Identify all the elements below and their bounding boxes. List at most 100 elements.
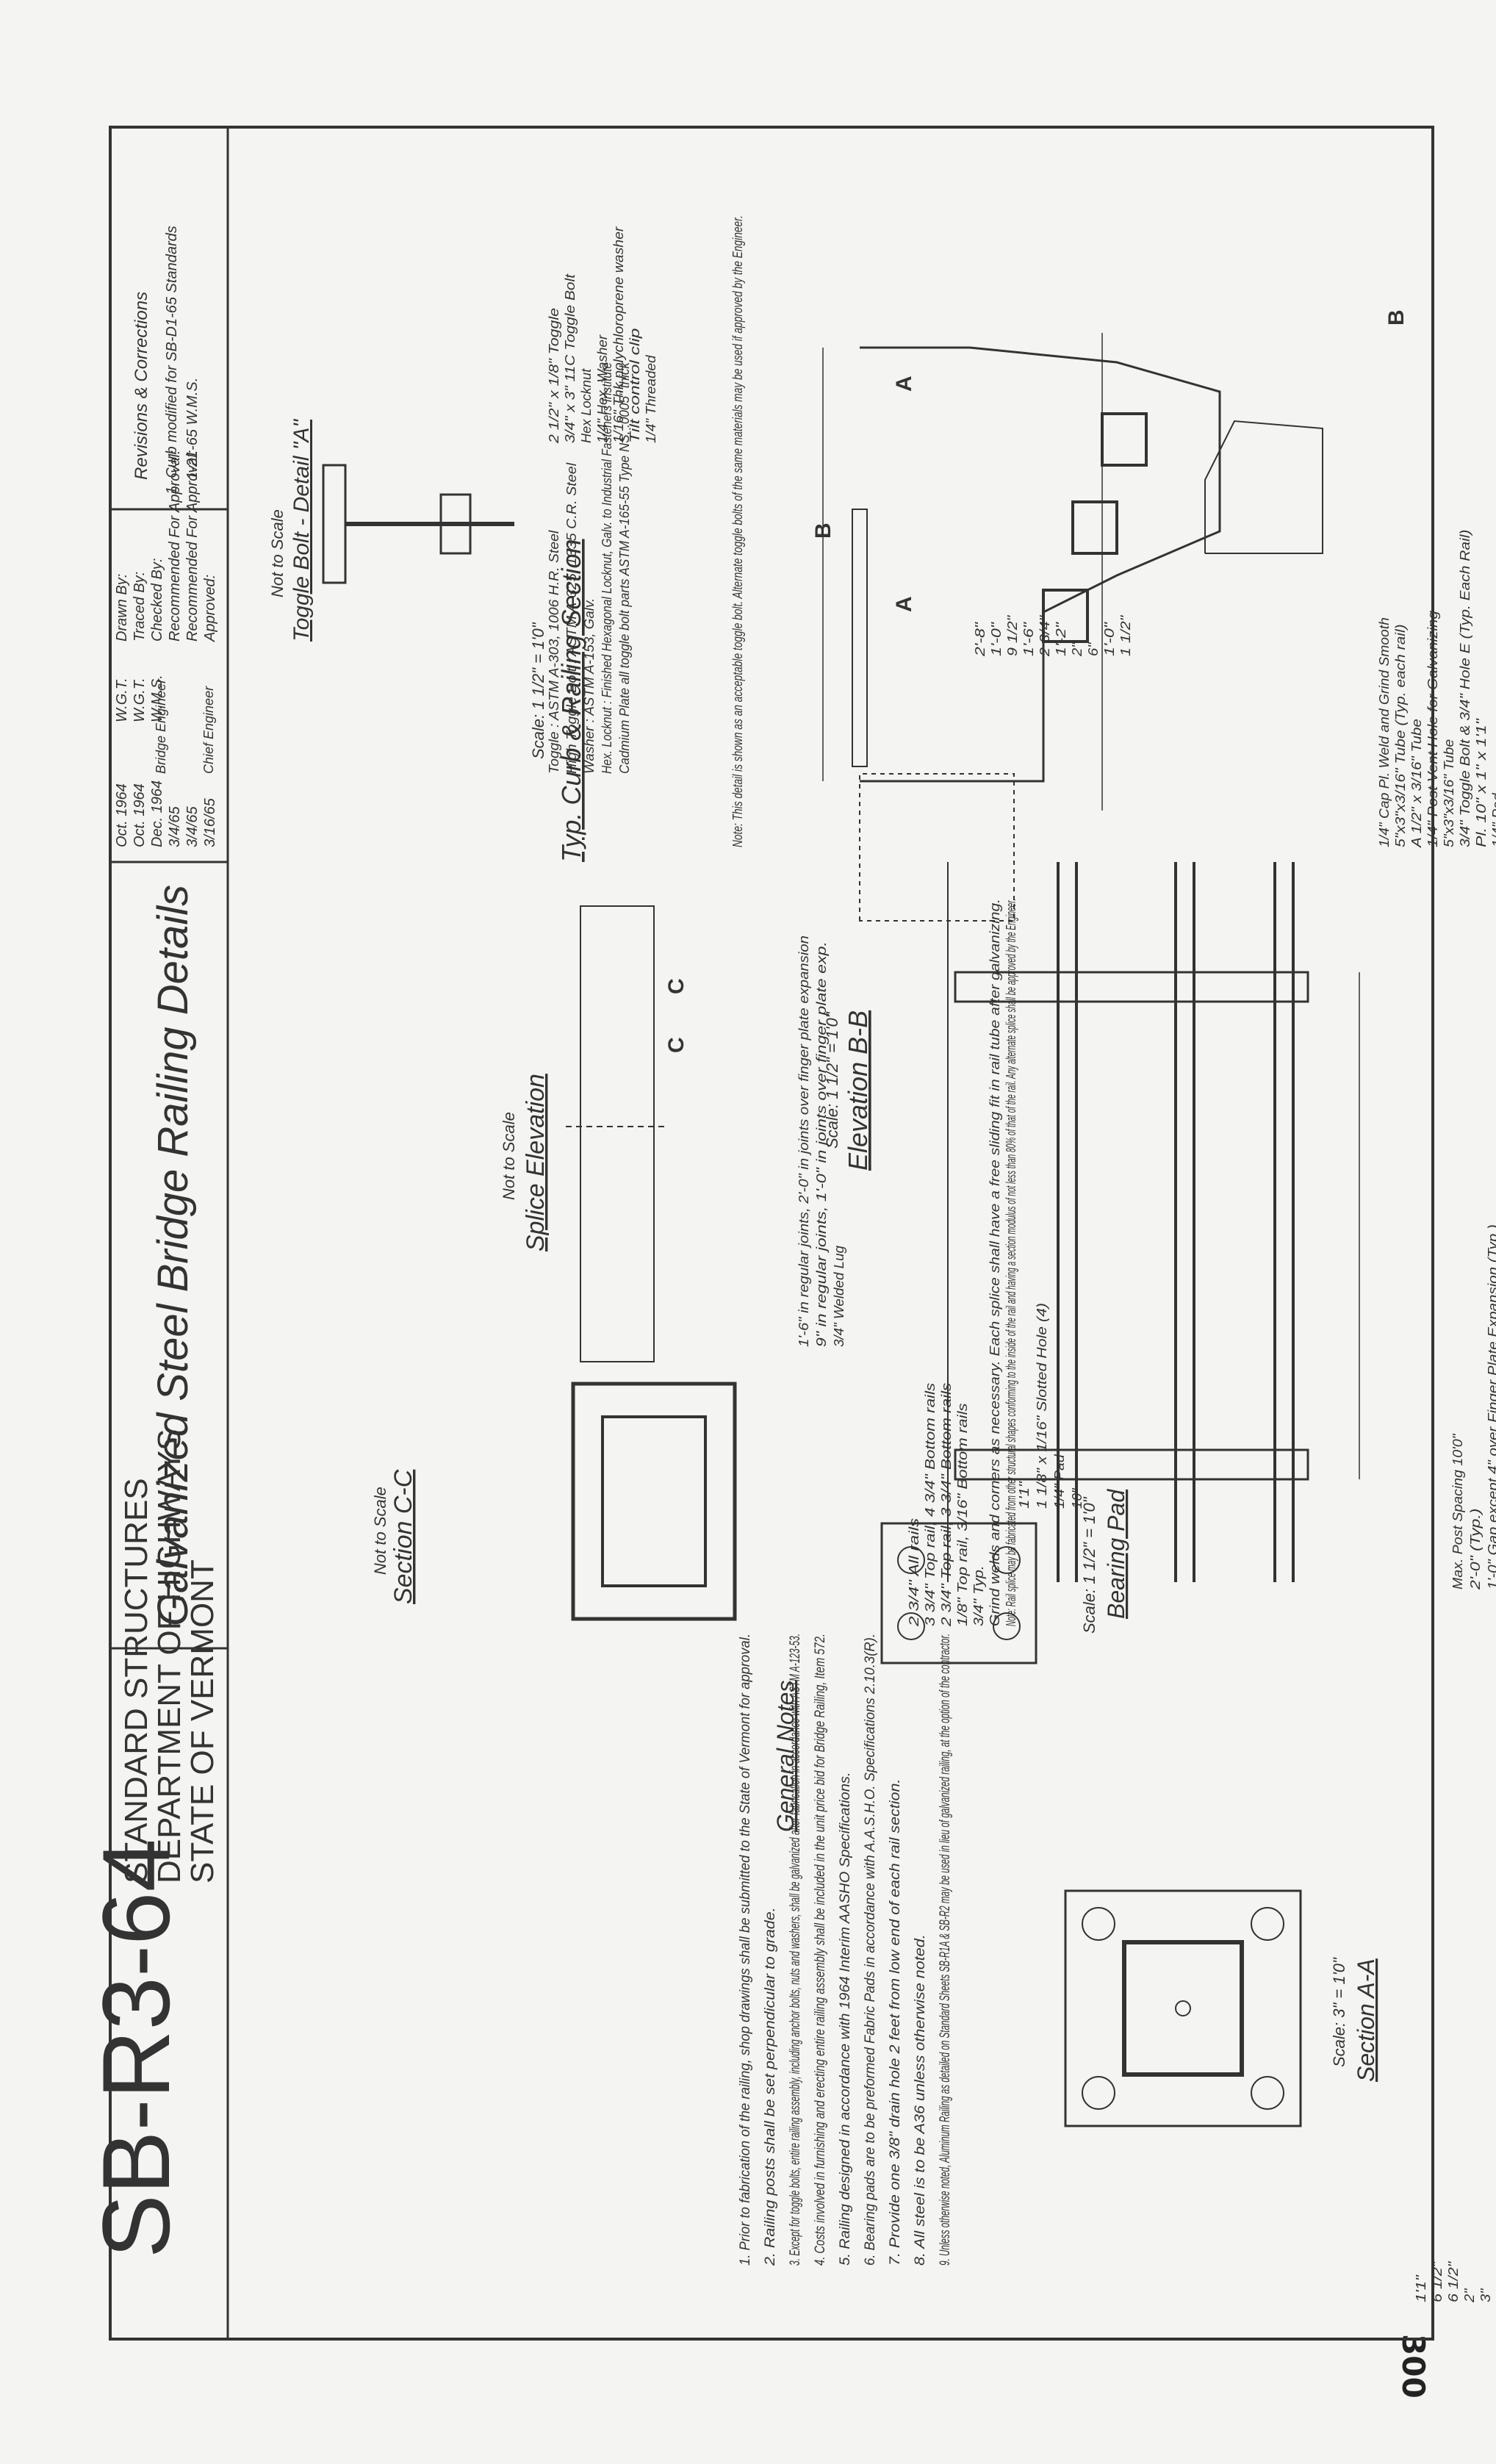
elevation-callout-1: 2'-0" (Typ.) [1468,1509,1483,1591]
curb-section-view [822,333,1323,922]
toggle-bar [322,464,347,584]
general-note-7: 8. All steel is to be A36 unless otherwi… [913,1934,928,2266]
cc-callout-6: Note: Rail splice may be fabricated from… [1004,899,1018,1626]
curb-dim-3: 1'-6" [1021,621,1036,656]
toggle-bolt-scale: Not to Scale [268,509,287,597]
toggle-callout-5: Tilt control clip [627,328,642,443]
toggle-note: Note: This detail is shown as an accepta… [730,215,745,847]
toggle-note-text: Note: This detail is shown as an accepta… [730,215,745,847]
splice-callout-2: 3/4" Welded Lug [832,1246,846,1347]
signoff-date-1: Oct. 1964 [132,783,148,847]
sheet-code: SB-R3-64 [82,1839,190,2258]
curb-dim-1: 1'-0" [989,621,1004,656]
signoff-label-0: Drawn By: [114,574,130,642]
post-tube-section [1122,1940,1244,2077]
section-aa-callouts: 1'1"6 1/2"6 1/2"2"3"10"1 1/4" x 1/2" Slo… [1414,2260,1496,2303]
signoff-label-4: Recommended For Approval: [184,450,201,642]
cc-callout-4: 3/4" Typ. [971,1565,986,1626]
aa-callout-0: 1'1" [1414,2274,1428,2302]
signoff-date-5: 3/16/65 [202,797,218,847]
curb-dimensions: 2'-8"1'-0"9 1/2"1'-6"2 3/4"1'-2"2"6"1'-0… [973,614,1133,657]
section-cc-scale: Not to Scale [371,1487,389,1575]
aa-callout-2: 6 1/2" [1446,2260,1461,2302]
section-cut-a-right: A [892,596,916,612]
signoff-title-labels: Bridge Engineer Chief Engineer [154,678,216,774]
signoff-date-4: 3/4/65 [184,806,201,847]
elevation-bb-title: Elevation B-B [843,1010,873,1171]
signoff-label-3: Recommended For Approval: [167,450,183,642]
middle-rail-tube [1071,500,1118,555]
hex-locknut [439,493,472,555]
state-name: STATE OF VERMONT [184,1559,220,1883]
pad-callout-0: 1'1" [1017,1480,1032,1509]
material-4: Cadmium Plate all toggle bolt parts ASTM… [617,362,632,774]
elev-post-left [954,1448,1309,1481]
curb-callout-3: 1/4" Post Vent Hole for Galvanizing [1425,611,1440,847]
signoff-date-2: Dec. 1964 [149,780,165,847]
general-note-0: 1. Prior to fabrication of the railing, … [738,1634,753,2266]
rail-tube-section [571,1382,737,1621]
signoff-label-5: Approved: [202,575,218,642]
curb-dim-9: 1 1/2" [1118,614,1133,656]
chief-engineer-title: Chief Engineer [201,686,216,774]
curb-dim-8: 1'-0" [1102,621,1117,656]
toggle-callout-6: 1/4" Threaded [644,354,658,443]
section-aa-scale: Scale: 3" = 1'0" [1330,1957,1348,2067]
base-plate-section [1064,1889,1302,2127]
aa-callout-3: 2" [1462,2288,1477,2303]
curb-dim-4: 2 3/4" [1038,614,1052,657]
sheet-border [109,126,1434,2341]
cc-callout-1: 3 3/4" Top rail, 4 3/4" Bottom rails [923,1383,938,1626]
material-3: Hex. Locknut : Finished Hexagonal Locknu… [600,362,614,774]
toggle-bolt-view [322,464,514,584]
signoff-table [109,509,229,863]
toggle-callout-0: 2 1/2" x 1/8" Toggle [547,308,561,444]
splice-elevation-view [566,905,669,1362]
bearing-pad-callouts: 1'1"1 1/8" x 1/16" Slotted Hole (4)1/4" … [1017,1303,1085,1509]
curb-section-scale: Scale: 1 1/2" = 1'0" [529,622,547,759]
elevation-callout-2: 1'-0" Gap except 4" over Finger Plate Ex… [1486,1224,1496,1590]
splice-callout-1: 9" in regular joints, 1'-0" in joints ov… [814,941,829,1347]
general-note-8: 9. Unless otherwise noted, Aluminum Rail… [938,1634,953,2266]
general-note-1: 2. Railing posts shall be set perpendicu… [763,1907,778,2266]
pad-callout-3: 10" [1070,1487,1085,1509]
curb-callout-6: Pl. 10" x 1" x 1'1" [1474,717,1489,847]
section-cc-title: Section C-C [389,1469,417,1604]
curb-callout-1: 5"x3"x3/16" Tube (Typ. each rail) [1393,624,1408,847]
elevation-bb-view [947,862,1360,1582]
signoff-label-1: Traced By: [132,572,148,642]
revisions-heading: Revisions & Corrections [132,292,151,480]
revisions-initials: 1-21-65 W.M.S. [184,378,201,480]
section-cut-a-left: A [892,376,916,392]
curb-section-title: Typ. Curb & Railing Section [556,539,586,862]
section-cut-b-top: B [1384,309,1409,326]
bearing-pad-scale: Scale: 1 1/2" = 1'0" [1080,1496,1098,1634]
elevation-callouts: Max. Post Spacing 10'0"2'-0" (Typ.)1'-0"… [1450,1224,1496,1591]
aa-slot-1 [1082,2076,1115,2110]
general-note-4: 5. Railing designed in accordance with 1… [838,1772,853,2266]
aa-slot-2 [1082,1907,1115,1941]
signoff-name-0: W.G.T. [114,678,130,722]
deck-slab [859,773,1015,922]
bottom-rail-tube [1042,589,1089,643]
elev-post-right [954,971,1309,1003]
curb-callout-2: A 1/2" x 3/16" Tube [1409,719,1424,848]
curb-outline [860,346,1221,783]
curb-dim-0: 2'-8" [973,621,988,657]
section-aa-title: Section A-A [1353,1958,1379,2082]
curb-callout-7: 1/4" Pad [1490,792,1496,847]
toggle-bolt-title: Toggle Bolt - Detail "A" [290,419,314,642]
curb-callout-0: 1/4" Cap Pl. Weld and Grind Smooth [1377,617,1392,847]
aa-slot-4 [1251,1907,1284,1941]
general-notes-title: General Notes [772,1681,799,1832]
general-note-2: 3. Except for toggle bolts, entire raili… [788,1634,803,2266]
curb-callout-4: 5"x3"x3/16" Tube [1442,739,1456,847]
bridge-engineer-title: Bridge Engineer [154,678,168,774]
curb-dim-2: 9 1/2" [1005,614,1020,656]
